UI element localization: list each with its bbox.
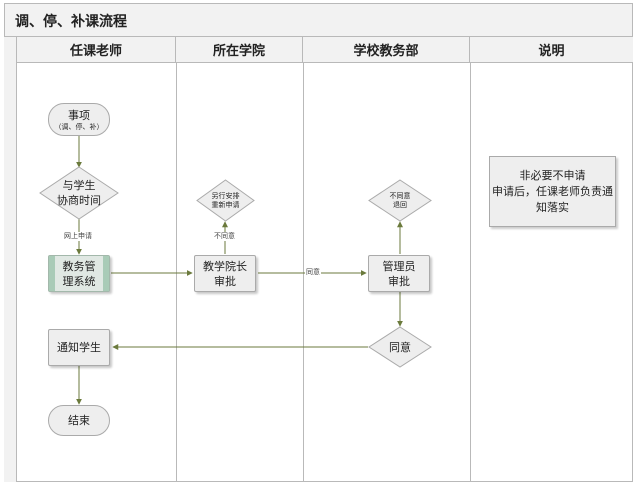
- end-label: 结束: [68, 414, 90, 427]
- agree-text: 同意: [369, 327, 431, 367]
- admin-label-1: 管理员: [382, 259, 416, 273]
- page-title: 调、停、补课流程: [15, 14, 127, 30]
- dean-label-2: 审批: [214, 274, 236, 288]
- lane-header-teacher: 任课老师: [17, 37, 176, 63]
- edge-label-agree: 同意: [305, 268, 321, 277]
- start-sublabel: （调、停、补）: [54, 122, 104, 131]
- lane-divider: [470, 63, 471, 482]
- agree-label: 同意: [389, 340, 411, 354]
- start-terminal: 事项 （调、停、补）: [48, 103, 110, 136]
- lane-header-notes: 说明: [470, 37, 633, 63]
- agree-decision: [368, 326, 432, 368]
- reject-label-2: 退回: [393, 200, 407, 209]
- notify-students-process: 通知学生: [48, 329, 110, 366]
- system-bar-left: [49, 256, 55, 291]
- admin-label-2: 审批: [388, 274, 410, 288]
- left-strip: [4, 37, 17, 482]
- flowchart-frame: [4, 3, 633, 482]
- rearrange-text: 另行安排 重新申请: [197, 180, 254, 221]
- start-label: 事项: [68, 108, 90, 122]
- negotiate-label-2: 协商时间: [57, 194, 101, 207]
- edge-label-online-apply: 网上申请: [63, 232, 93, 241]
- note-line-3: 知落实: [536, 200, 569, 214]
- reject-text: 不同意 退回: [369, 180, 431, 221]
- system-label-2: 理系统: [62, 274, 96, 288]
- academic-system-process: 教务管 理系统: [48, 255, 110, 292]
- rearrange-decision: [196, 179, 255, 222]
- negotiate-decision: [39, 166, 119, 220]
- note-line-2: 申请后，任课老师负责通: [492, 184, 613, 198]
- admin-review-process: 管理员 审批: [368, 255, 430, 292]
- dean-label-1: 教学院长: [203, 259, 247, 273]
- reject-label-1: 不同意: [389, 191, 411, 200]
- negotiate-label-1: 与学生: [62, 179, 96, 192]
- dean-review-process: 教学院长 审批: [194, 255, 256, 292]
- lane-header-college: 所在学院: [176, 37, 303, 63]
- lane-header-academic-affairs: 学校教务部: [303, 37, 470, 63]
- title-bar: 调、停、补课流程: [4, 3, 633, 37]
- explanation-note: 非必要不申请 申请后，任课老师负责通 知落实: [489, 156, 616, 227]
- negotiate-text: 与学生 协商时间: [40, 167, 118, 219]
- system-bar-right: [103, 256, 109, 291]
- edge-label-disagree: 不同意: [213, 232, 236, 241]
- rearrange-label-1: 另行安排: [211, 191, 240, 200]
- system-label-1: 教务管: [62, 259, 96, 273]
- note-line-1: 非必要不申请: [519, 168, 586, 182]
- reject-decision: [368, 179, 432, 222]
- end-terminal: 结束: [48, 405, 110, 436]
- notify-label: 通知学生: [57, 341, 101, 354]
- rearrange-label-2: 重新申请: [211, 200, 240, 209]
